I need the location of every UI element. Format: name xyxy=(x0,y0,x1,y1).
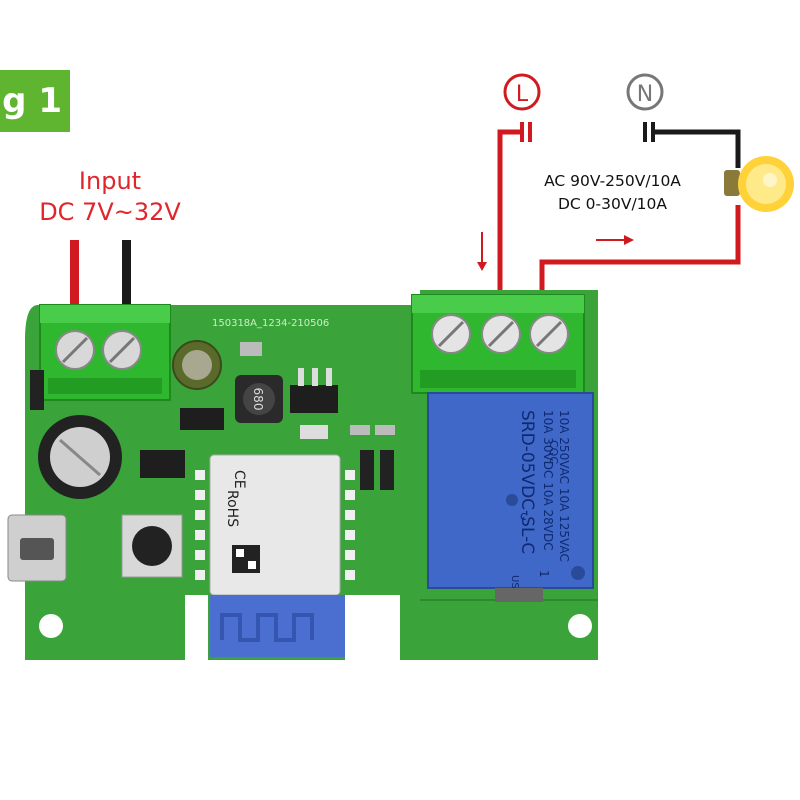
live-label: L xyxy=(516,82,529,107)
ce-mark: CE xyxy=(231,470,247,489)
neutral-label: N xyxy=(637,82,653,107)
relay-rating-1: 10A 250VAC 10A 125VAC xyxy=(557,410,571,562)
input-black-wire xyxy=(122,240,131,305)
input-terminal-block xyxy=(39,304,171,401)
reset-button xyxy=(121,514,183,578)
relay-base xyxy=(495,588,543,602)
diode xyxy=(180,408,224,430)
light-bulb-icon xyxy=(724,156,794,212)
mounting-hole xyxy=(39,614,63,638)
electrolytic-capacitor-large xyxy=(38,415,122,499)
load-wire xyxy=(539,205,741,300)
cqc-mark: CQC xyxy=(547,440,560,464)
ac-spec: AC 90V-250V/10A xyxy=(544,172,681,190)
input-voltage: DC 7V~32V xyxy=(39,198,181,226)
dc-spec: DC 0-30V/10A xyxy=(557,195,667,213)
relay: 10A 250VAC 10A 125VAC 10A 30VDC 10A 28VD… xyxy=(427,392,594,589)
output-terminal-block xyxy=(411,294,585,394)
micro-usb-port xyxy=(7,514,67,582)
inductor-code: 680 xyxy=(251,388,265,411)
rohs-mark: RoHS xyxy=(224,490,240,527)
figure-tag: g 1 xyxy=(0,70,70,132)
relay-pin-mark: 1 xyxy=(537,570,551,578)
smd-component xyxy=(240,342,262,356)
relay-model: SRD-05VDC-SL-C xyxy=(517,410,537,554)
regulator-chip xyxy=(290,368,338,413)
smd-led xyxy=(300,425,328,439)
figure-tag-label: g 1 xyxy=(2,81,62,121)
relay-rating-2: 10A 30VDC 10A 28VDC xyxy=(541,410,555,551)
load-specs: AC 90V-250V/10A DC 0-30V/10A xyxy=(505,170,720,216)
ic-chip xyxy=(140,450,185,478)
ul-us-mark: US xyxy=(509,575,520,589)
inductor: 680 xyxy=(235,375,283,423)
wifi-module: CE RoHS xyxy=(209,454,345,657)
neutral-wire xyxy=(655,129,741,168)
input-label: Input DC 7V~32V xyxy=(25,166,195,228)
live-wire xyxy=(497,129,520,300)
input-red-wire xyxy=(70,240,79,305)
live-terminal-symbol: L xyxy=(503,73,541,111)
electrolytic-capacitor-small xyxy=(172,340,222,390)
neutral-terminal-symbol: N xyxy=(626,73,664,111)
input-title: Input xyxy=(78,167,142,195)
ul-c-mark: c xyxy=(520,509,527,523)
mounting-hole xyxy=(568,614,592,638)
silkscreen-text: 150318A_1234-210506 xyxy=(212,318,329,329)
